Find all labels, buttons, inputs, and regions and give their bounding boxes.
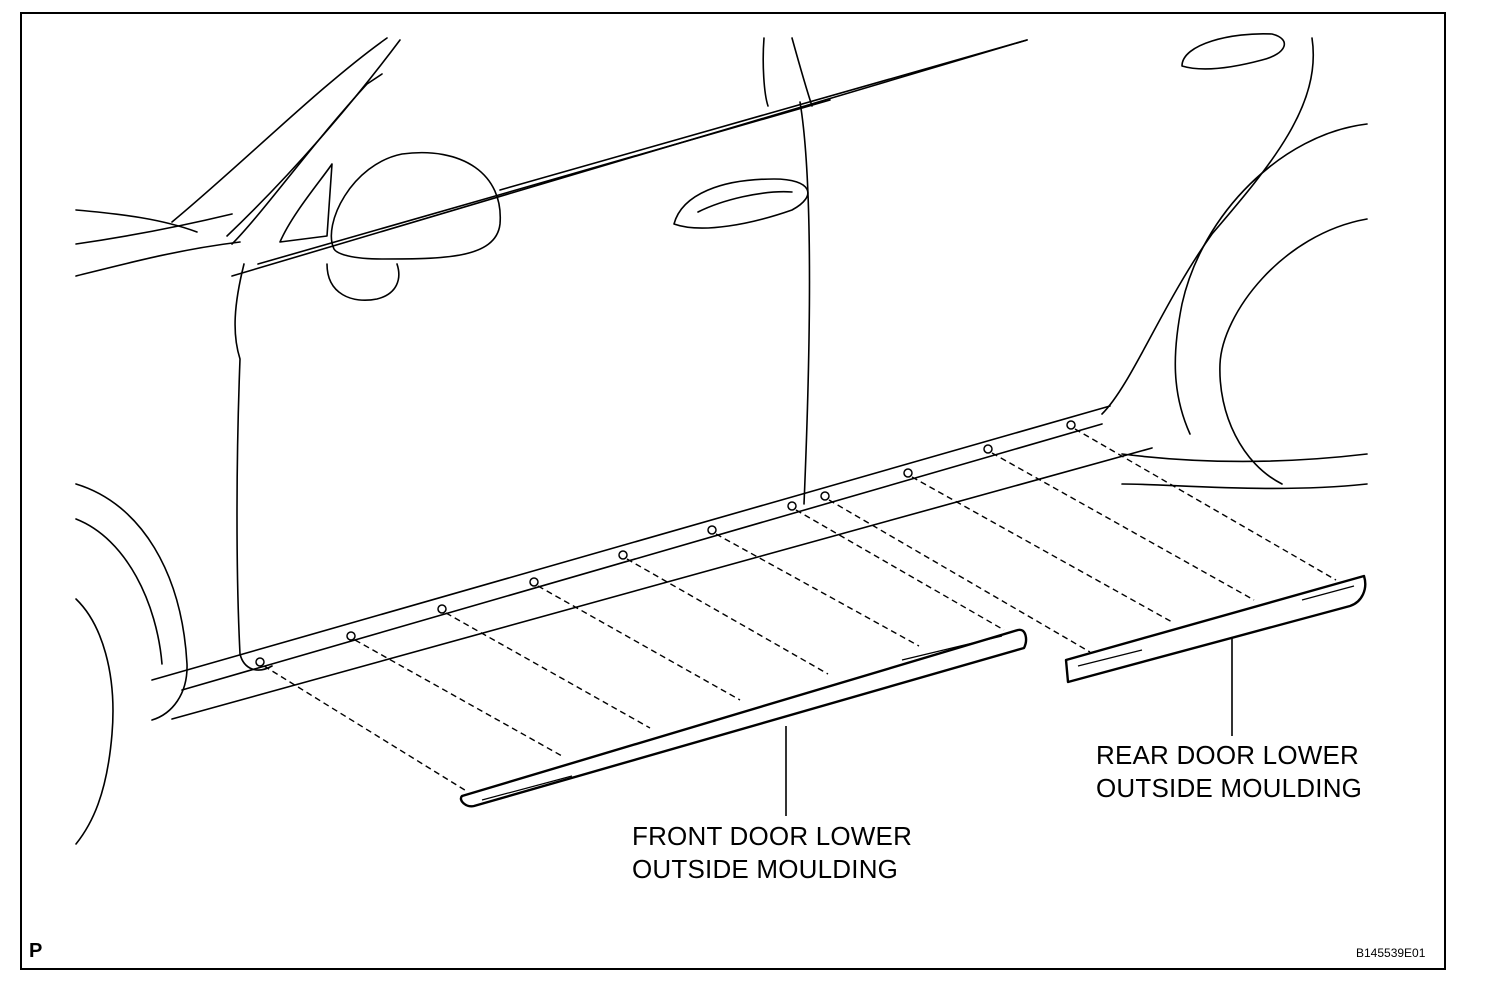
rear-callout-line1: REAR DOOR LOWER [1096, 740, 1360, 770]
rear-arch-lower [1121, 453, 1368, 463]
rear-wheel-arch [1174, 123, 1368, 435]
rocker-panel-top [151, 405, 1111, 681]
front-door-front-edge [234, 263, 273, 671]
car-side-illustration [75, 32, 1368, 845]
front-wheel-arch [75, 483, 188, 721]
front-window-inner [279, 163, 333, 243]
rear-door-handle [1181, 32, 1286, 70]
a-pillar-inner [226, 39, 401, 237]
clip-hole [618, 550, 628, 560]
rocker-panel-bottom [171, 447, 1153, 720]
rocker-panel-mid [181, 423, 1103, 691]
hood-line-lower [75, 213, 233, 245]
front-door-handle-recess [673, 178, 809, 229]
view-marker: P [29, 940, 43, 962]
b-pillar-right [791, 37, 813, 107]
mirror-base [326, 263, 400, 301]
front-window-frame [231, 73, 383, 245]
rear-wheel-arch-inner [1219, 218, 1368, 485]
clip-hole [707, 525, 717, 535]
a-pillar-outline [171, 37, 388, 223]
clip-hole [787, 501, 797, 511]
clip-hole [1066, 420, 1076, 430]
clip-hole [529, 577, 539, 587]
clip-hole [255, 657, 265, 667]
fender-line [75, 241, 241, 277]
front-callout-line2: OUTSIDE MOULDING [632, 854, 899, 884]
clip-hole [437, 604, 447, 614]
belt-trim [499, 39, 1028, 191]
alignment-lines [263, 428, 1337, 793]
b-pillar-left [762, 37, 769, 107]
rear-callout-line2: OUTSIDE MOULDING [1096, 773, 1363, 803]
rear-fuel-line [1121, 483, 1368, 490]
front-door-moulding [459, 628, 1028, 808]
clip-hole [346, 631, 356, 641]
front-wheel-arch-inner [75, 518, 163, 665]
hood-line [75, 209, 198, 233]
rear-quarter-line [1101, 37, 1314, 415]
clip-holes [255, 420, 1076, 667]
front-callout-line1: FRONT DOOR LOWER [632, 821, 913, 851]
side-mirror [330, 151, 501, 260]
clip-hole [903, 468, 913, 478]
front-moulding-callout: FRONT DOOR LOWER OUTSIDE MOULDING [632, 820, 912, 886]
rear-door-moulding [1064, 574, 1367, 684]
clip-hole [820, 491, 830, 501]
diagram-frame: FRONT DOOR LOWER OUTSIDE MOULDING REAR D… [20, 12, 1446, 970]
leader-lines [785, 638, 1233, 816]
front-tire-outline [75, 598, 114, 845]
front-door-rear-edge [799, 101, 811, 505]
rear-moulding-callout: REAR DOOR LOWER OUTSIDE MOULDING [1096, 739, 1362, 805]
clip-hole [983, 444, 993, 454]
figure-code: B145539E01 [1356, 946, 1426, 960]
belt-line-lower [257, 99, 831, 265]
front-door-handle [697, 190, 793, 213]
